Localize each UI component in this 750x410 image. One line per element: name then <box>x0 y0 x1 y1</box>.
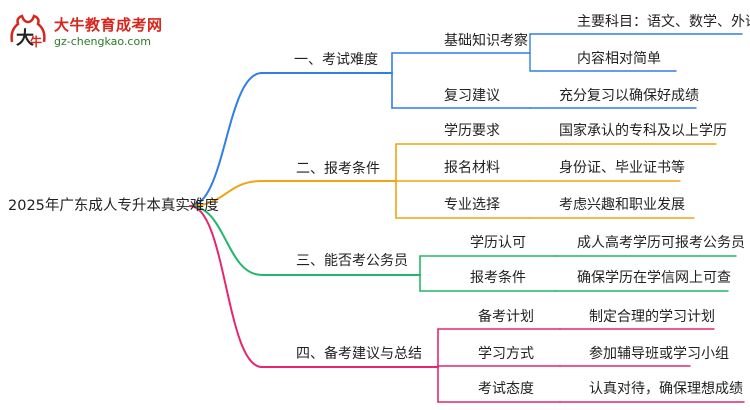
branch-3-connector <box>189 205 263 276</box>
leaf-4-1-1-label: 制定合理的学习计划 <box>589 309 715 325</box>
branch-2-connector <box>189 180 263 207</box>
branch-2-label: 二、报考条件 <box>296 161 380 177</box>
leaf-2-1-1-label: 国家承认的专科及以上学历 <box>559 123 727 139</box>
branch-1-label: 一、考试难度 <box>294 52 378 68</box>
sub-3-1-label: 学历认可 <box>470 235 526 251</box>
sub-4-1-label: 备考计划 <box>478 309 534 325</box>
bull-logo-icon: 大 牛 <box>10 14 46 49</box>
sub-4-3-label: 考试态度 <box>478 381 534 397</box>
root-node-label: 2025年广东成人专升本真实难度 <box>8 198 219 214</box>
leaf-2-2-1-label: 身份证、毕业证书等 <box>559 160 685 176</box>
svg-text:牛: 牛 <box>30 34 42 49</box>
branch-3-label: 三、能否考公务员 <box>296 253 408 269</box>
branch-4-connector <box>189 205 263 368</box>
branch-1-connector <box>189 72 263 207</box>
brand-url: gz-chengkao.com <box>54 35 151 48</box>
leaf-4-2-1-label: 参加辅导班或学习小组 <box>589 346 729 362</box>
leaf-1-2-1-label: 充分复习以确保好成绩 <box>559 88 699 104</box>
leaf-3-1-1-label: 成人高考学历可报考公务员 <box>577 235 745 251</box>
brand-logo[interactable]: 大 牛 大牛教育成考网 gz-chengkao.com <box>6 12 196 54</box>
sub-3-2-label: 报考条件 <box>470 270 526 286</box>
sub-1-1-label: 基础知识考察 <box>444 33 528 49</box>
leaf-2-3-1-label: 考虑兴趣和职业发展 <box>559 197 685 213</box>
sub-2-2-label: 报名材料 <box>444 160 500 176</box>
svg-text:大: 大 <box>16 27 34 49</box>
branch-4-label: 四、备考建议与总结 <box>296 346 422 362</box>
leaf-4-3-1-label: 认真对待，确保理想成绩 <box>589 381 743 397</box>
leaf-1-1-1-label: 主要科目：语文、数学、外语 <box>577 14 750 30</box>
brand-name: 大牛教育成考网 <box>54 16 163 34</box>
leaf-3-2-1-label: 确保学历在学信网上可查 <box>577 270 731 286</box>
sub-1-2-label: 复习建议 <box>444 88 500 104</box>
sub-4-2-label: 学习方式 <box>478 346 534 362</box>
leaf-1-1-2-label: 内容相对简单 <box>577 51 661 67</box>
sub-2-3-label: 专业选择 <box>444 197 500 213</box>
sub-2-1-label: 学历要求 <box>444 123 500 139</box>
